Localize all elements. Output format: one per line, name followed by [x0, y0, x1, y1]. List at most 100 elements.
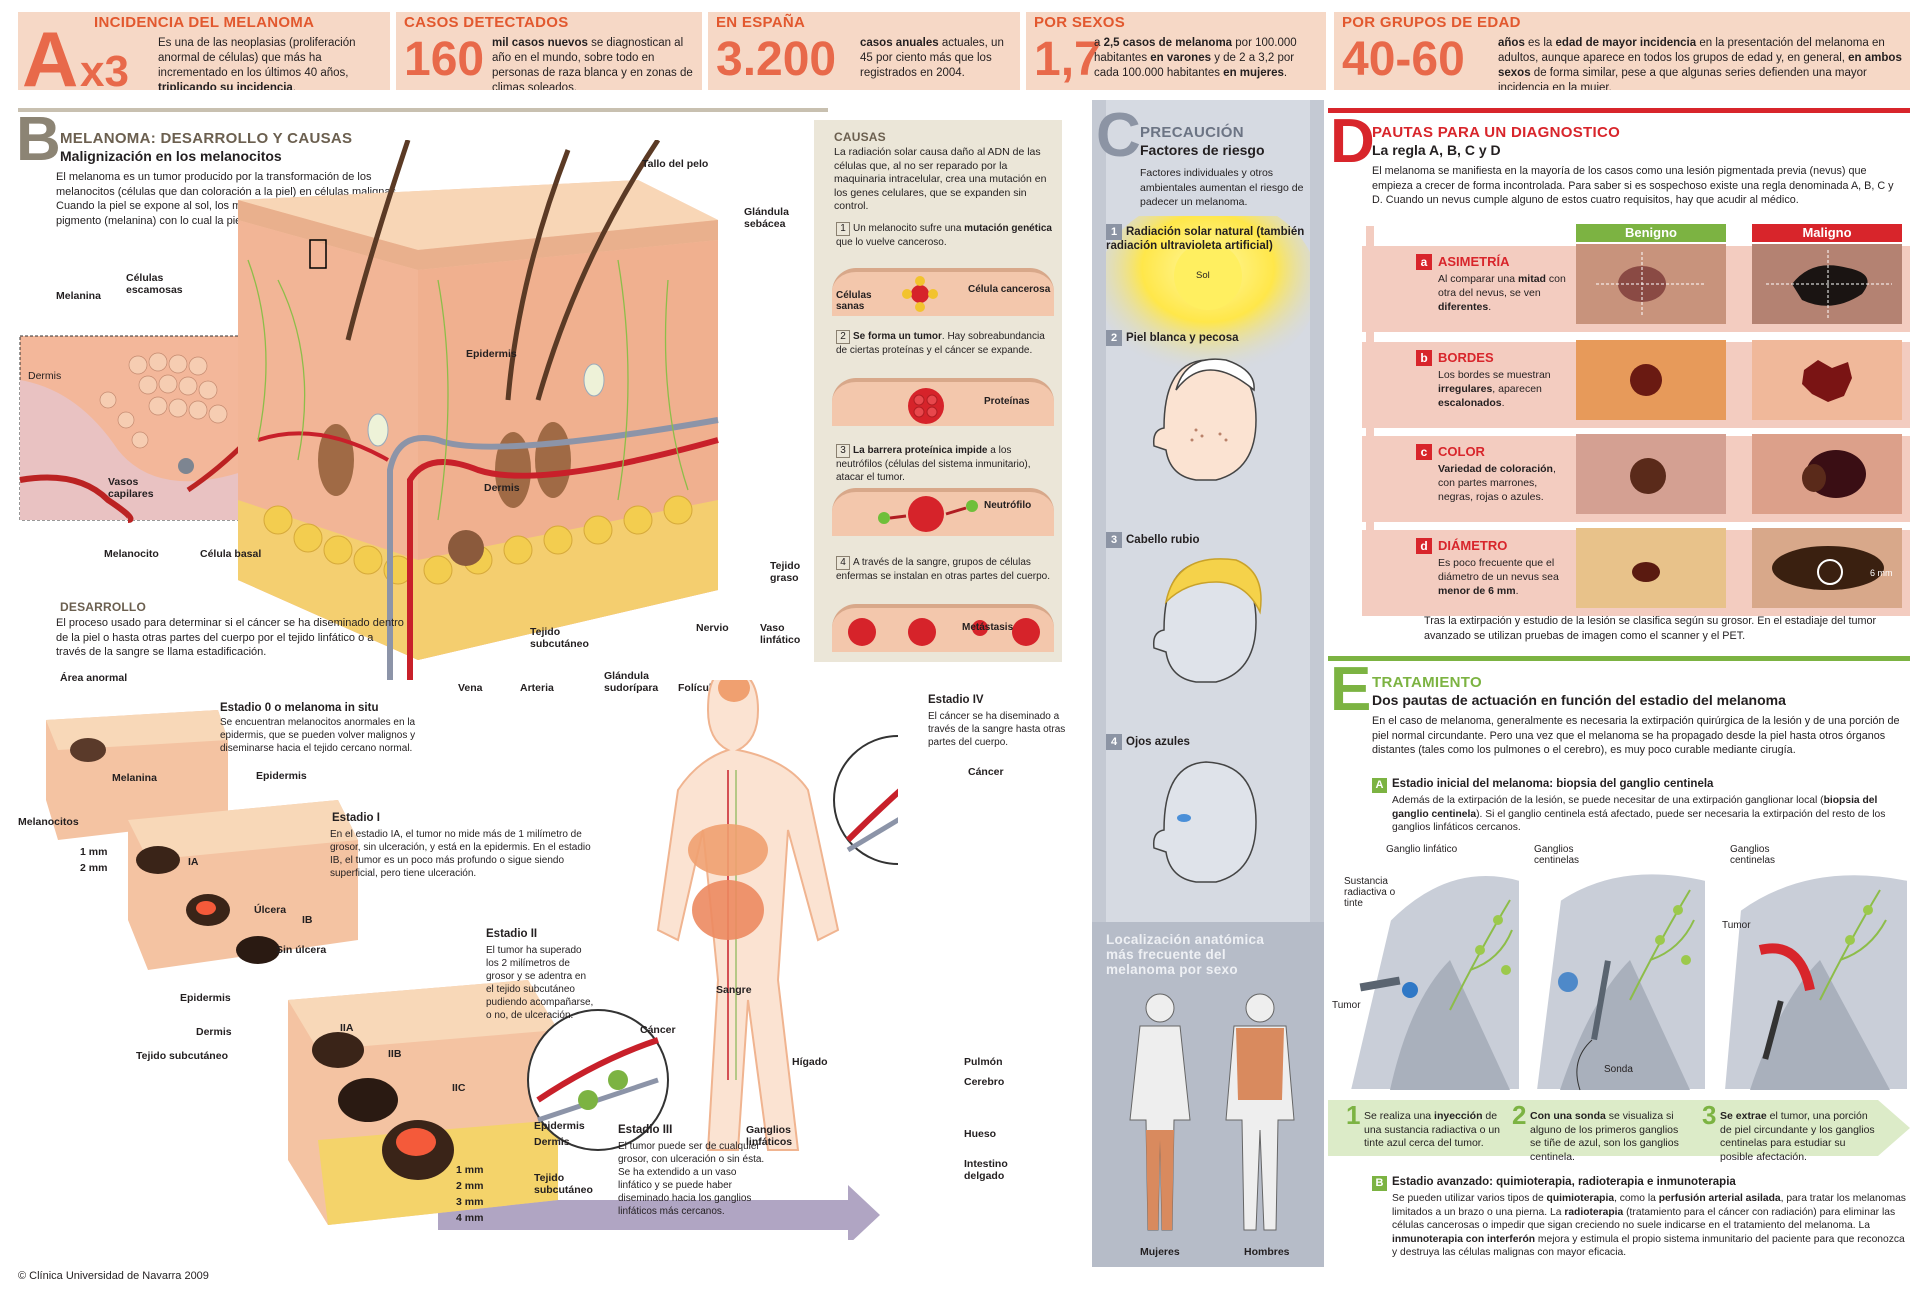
- label-celula-cancerosa: Célula cancerosa: [968, 284, 1051, 295]
- stat-text: años es la edad de mayor incidencia en l…: [1498, 37, 1902, 90]
- sentinel-node-illustration: [1348, 872, 1909, 1091]
- stage0-text: Se encuentran melanocitos anormales en l…: [220, 717, 416, 754]
- label-cancer-iv: Cáncer: [968, 766, 1004, 778]
- label-arteria: Arteria: [520, 682, 554, 694]
- label-sin-ulcera: Sin úlcera: [276, 944, 327, 956]
- label-dermis-s2: Dermis: [534, 1136, 570, 1148]
- section-b-title: MELANOMA: DESARROLLO Y CAUSAS: [60, 130, 353, 147]
- section-e-letter: E: [1330, 655, 1372, 724]
- stage0-title: Estadio 0 o melanoma in situ: [220, 702, 379, 714]
- blond-hair-face-icon: [1152, 558, 1262, 683]
- label-ulcera: Úlcera: [254, 904, 287, 916]
- label-tumor-3: Tumor: [1722, 920, 1751, 931]
- neutrophil-icon: [878, 496, 978, 532]
- label-2mm-s2: 2 mm: [456, 1180, 484, 1192]
- section-e-subtitle: Dos pautas de actuación en función del e…: [1372, 692, 1786, 708]
- stat-big-number: x3: [80, 47, 129, 91]
- e-step-1-text: Se realiza una inyección de una sustanci…: [1364, 1110, 1501, 1149]
- label-cerebro: Cerebro: [964, 1076, 1005, 1088]
- section-d-note: Tras la extirpación y estudio de la lesi…: [1424, 615, 1877, 642]
- stat-edad: POR GRUPOS DE EDAD 40-60 años es la edad…: [1334, 12, 1910, 90]
- label-tumor-1: Tumor: [1332, 1000, 1361, 1011]
- stat-sexos: POR SEXOS 1,7 a 2,5 casos de melanoma po…: [1026, 12, 1326, 90]
- e-step-2-number: 2: [1512, 1100, 1527, 1130]
- label-glandula-sudoripara: Glándula sudorípara: [604, 670, 659, 694]
- photo-benigno-diametro: [1576, 528, 1726, 608]
- rule-a-text: Al comparar una mitad con otra del nevus…: [1438, 273, 1566, 313]
- photo-maligno-color: [1752, 434, 1902, 514]
- section-c-title: PRECAUCIÓN: [1140, 124, 1244, 141]
- metastasis-icon: [848, 618, 1040, 646]
- section-e-title: TRATAMIENTO: [1372, 674, 1482, 691]
- section-e-intro: En el caso de melanoma, generalmente es …: [1372, 715, 1900, 756]
- label-higado: Hígado: [792, 1056, 828, 1068]
- label-2mm: 2 mm: [80, 862, 108, 874]
- label-6mm: 6 mm: [1870, 568, 1893, 578]
- photo-benigno-color: [1576, 434, 1726, 514]
- causas-title: CAUSAS: [834, 130, 886, 144]
- label-cancer-iii: Cáncer: [640, 1024, 676, 1036]
- stages-illustration: [46, 680, 898, 1240]
- blue-eyes-face-icon: [1152, 761, 1257, 883]
- rule-b-letter: b: [1416, 350, 1432, 366]
- label-ia: IA: [188, 856, 199, 868]
- label-epidermis-s1: Epidermis: [180, 992, 231, 1004]
- section-d-rule: [1328, 108, 1910, 113]
- stat-big-number: 3.200: [716, 33, 837, 86]
- stat-text: mil casos nuevos se diagnostican al año …: [492, 37, 693, 90]
- stat-title: POR SEXOS: [1034, 14, 1126, 31]
- label-celulas-sanas: Células sanas: [836, 290, 872, 312]
- section-b-letter: B: [16, 105, 61, 174]
- section-d-letter: D: [1330, 107, 1375, 176]
- label-celulas-escamosas: Células escamosas: [126, 272, 183, 296]
- label-ganglio-linfatico: Ganglio linfático: [1386, 844, 1458, 855]
- label-epidermis: Epidermis: [466, 348, 517, 360]
- label-sustancia: Sustancia radiactiva o tinte: [1344, 876, 1396, 909]
- section-b-rule: [18, 108, 828, 112]
- e-step-3-text: Se extrae el tumor, una porción de piel …: [1720, 1110, 1875, 1163]
- stat-incidencia: A x3 INCIDENCIA DEL MELANOMA Es una de l…: [18, 12, 390, 90]
- label-tejido-graso: Tejido graso: [770, 560, 801, 584]
- stage4-text: El cáncer se ha diseminado a través de l…: [928, 711, 1066, 748]
- stage3-title: Estadio III: [618, 1124, 673, 1136]
- label-vena: Vena: [458, 682, 483, 694]
- e-b-text: Se pueden utilizar varios tipos de quimi…: [1392, 1193, 1906, 1258]
- label-glandula-sebacea: Glándula sebácea: [744, 206, 789, 230]
- label-melanocitos-stage: Melanocitos: [18, 816, 79, 828]
- photo-maligno-bordes: [1752, 340, 1902, 420]
- label-tejido-sub-s1: Tejido subcutáneo: [136, 1050, 228, 1062]
- label-4mm-s2: 4 mm: [456, 1212, 484, 1224]
- label-celula-basal: Célula basal: [200, 548, 262, 560]
- label-sonda: Sonda: [1604, 1064, 1633, 1075]
- e-step-3-number: 3: [1702, 1100, 1717, 1130]
- section-e-rule: [1328, 656, 1910, 661]
- e-a-text: Además de la extirpación de la lesión, s…: [1392, 795, 1886, 833]
- sun-icon: [1106, 216, 1310, 376]
- section-d-intro: El melanoma se manifiesta en la mayoría …: [1372, 165, 1894, 206]
- label-hueso: Hueso: [964, 1128, 997, 1140]
- stat-text: Es una de las neoplasias (proliferación …: [158, 37, 356, 90]
- tumor-icon: [908, 388, 944, 424]
- rule-d-text: Es poco frecuente que el diámetro de un …: [1438, 557, 1559, 597]
- desarrollo-title: DESARROLLO: [60, 600, 146, 614]
- stat-big-number: 40-60: [1342, 33, 1465, 86]
- stat-big-number: 1,7: [1034, 33, 1101, 86]
- label-iia: IIA: [340, 1022, 354, 1034]
- label-melanina-stage: Melanina: [112, 772, 157, 784]
- label-pulmon: Pulmón: [964, 1056, 1003, 1068]
- localizacion-title: Localización anatómica más frecuente del…: [1106, 932, 1265, 977]
- stage2-title: Estadio II: [486, 928, 538, 940]
- label-epidermis-s2: Epidermis: [534, 1120, 585, 1132]
- stat-letter: A: [22, 15, 79, 90]
- section-d-subtitle: La regla A, B, C y D: [1372, 142, 1501, 158]
- stat-espana: EN ESPAÑA 3.200 casos anuales actuales, …: [708, 12, 1020, 90]
- e-b-title: Estadio avanzado: quimioterapia, radiote…: [1392, 1176, 1736, 1188]
- label-tejido-subcutaneo: Tejido subcutáneo: [530, 626, 589, 650]
- label-area-anormal: Área anormal: [60, 672, 128, 684]
- rule-c-letter: c: [1416, 444, 1432, 460]
- label-iic: IIC: [452, 1082, 466, 1094]
